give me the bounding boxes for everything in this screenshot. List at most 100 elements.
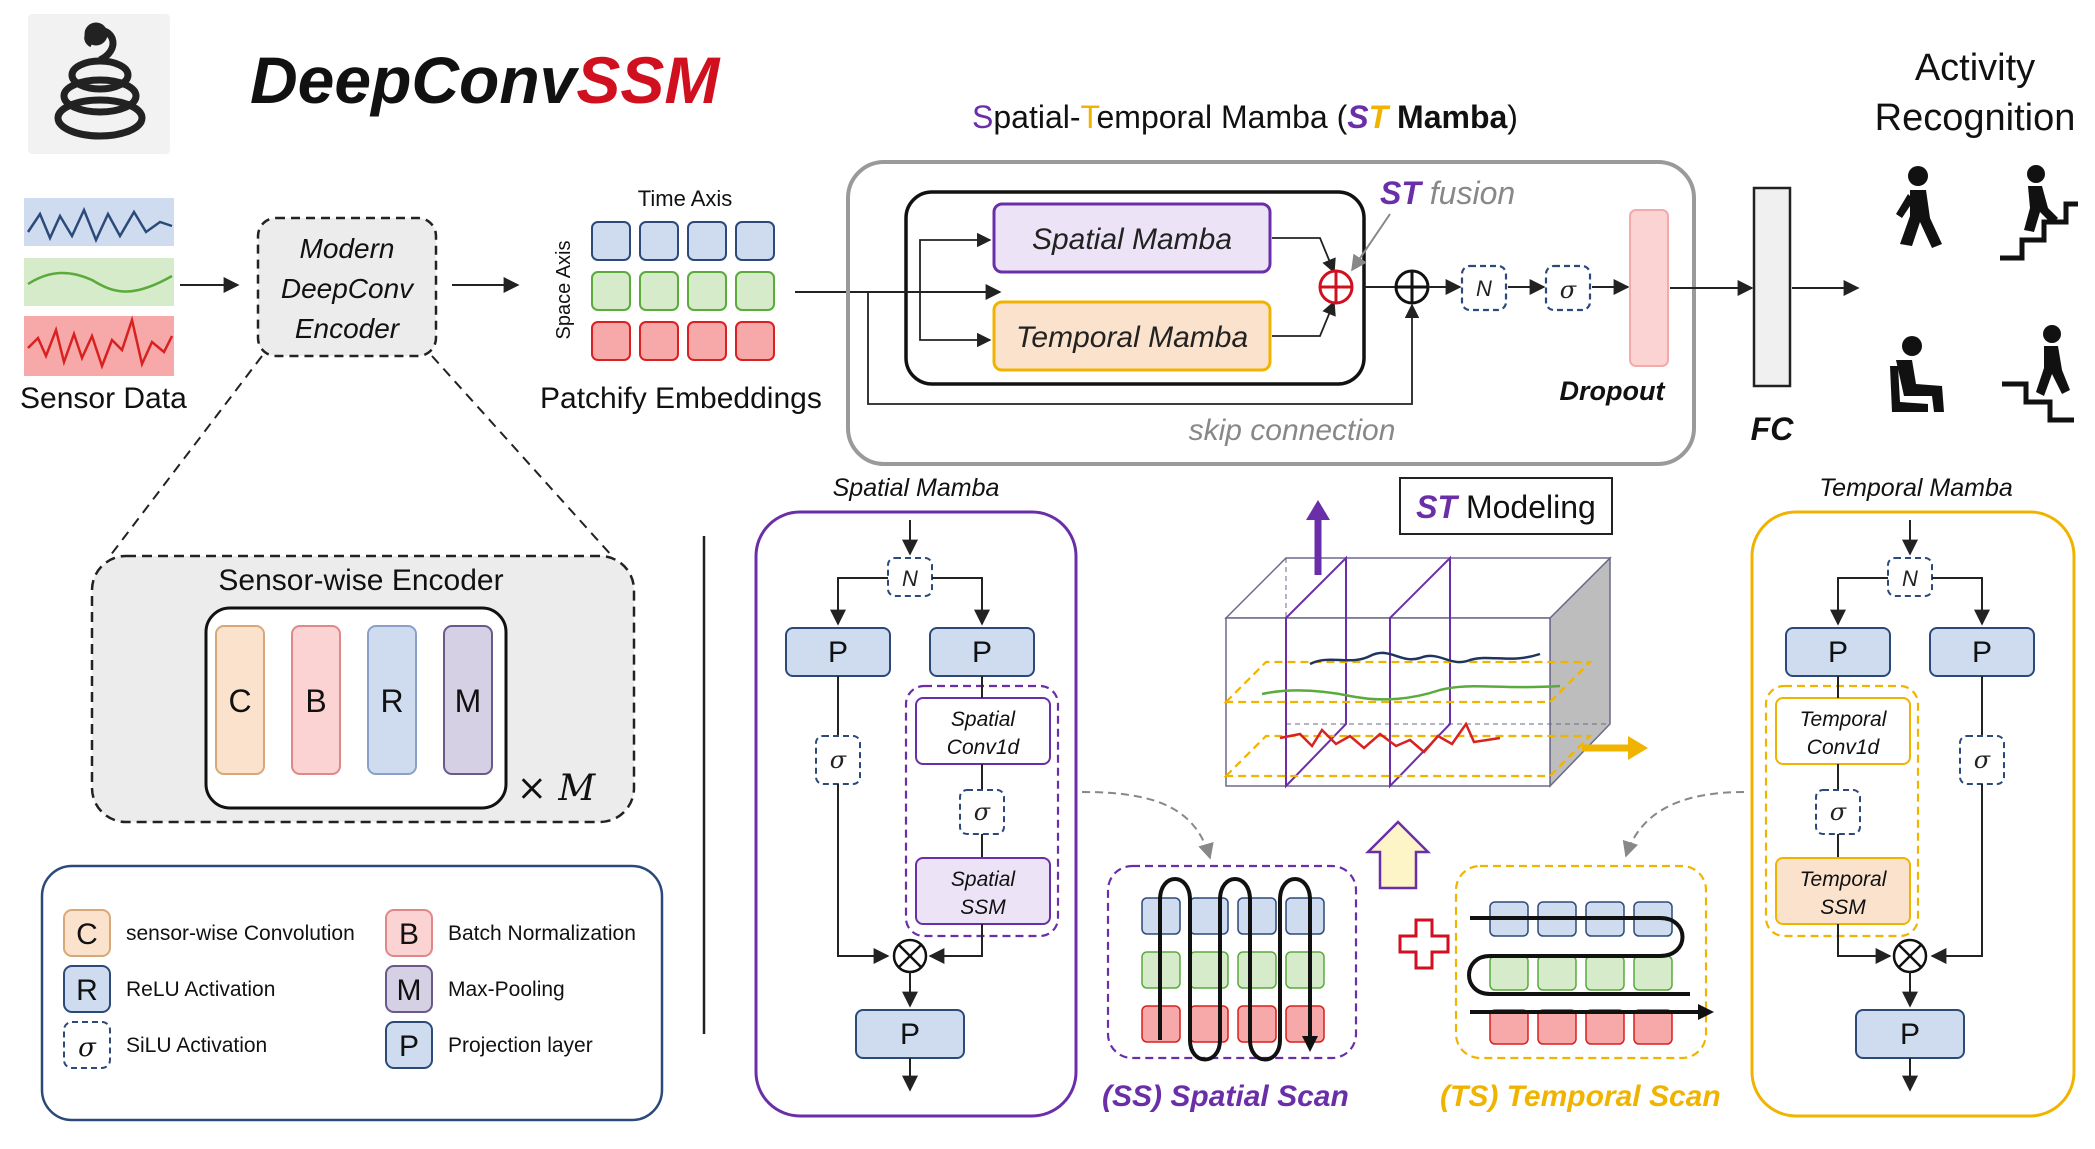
patch-cell: [639, 221, 679, 261]
scan-cell: [1633, 1009, 1673, 1045]
scan-cell: [1537, 955, 1577, 991]
svg-text:Spatial: Spatial: [951, 708, 1017, 731]
spatial-mamba-detail: Spatial Mamba N P P σ Spatial Conv1d σ S…: [754, 474, 1078, 1118]
spatial-scan: (SS) Spatial Scan: [1102, 864, 1358, 1113]
svg-text:P: P: [828, 636, 848, 669]
svg-text:N: N: [902, 566, 918, 591]
legend-text: Max-Pooling: [448, 978, 565, 1001]
scan-cell: [1237, 951, 1277, 989]
up-arrow-icon: [1364, 820, 1432, 890]
svg-text:N: N: [1902, 566, 1918, 591]
svg-text:σ: σ: [1560, 276, 1577, 304]
patch-cell: [591, 321, 631, 361]
st-mamba-title: Spatial-Temporal Mamba (ST Mamba): [972, 99, 1518, 135]
legend-text: ReLU Activation: [126, 978, 275, 1001]
walking-icon: [1896, 166, 1942, 248]
svg-text:N: N: [1476, 276, 1492, 301]
activity-title-2: Recognition: [1875, 97, 2076, 139]
svg-text:P: P: [972, 636, 992, 669]
legend-symbol: R: [76, 974, 98, 1007]
spatial-mamba-block: Spatial Mamba: [992, 202, 1272, 274]
scan-cell: [1189, 897, 1229, 935]
st-fusion-node: [1318, 269, 1354, 305]
legend-text: Batch Normalization: [448, 922, 636, 945]
scan-cell: [1285, 897, 1325, 935]
legend-swatch: [63, 965, 111, 1013]
scan-cell: [1537, 1009, 1577, 1045]
legend-symbol: C: [76, 918, 98, 951]
scan-cell: [1585, 955, 1625, 991]
patchify-embeddings: Time Axis Space Axis Patchify Embeddings: [540, 186, 822, 415]
fc-layer: FC: [1751, 186, 1795, 447]
temporal-scan: (TS) Temporal Scan: [1440, 864, 1721, 1113]
encoder-block-M: [443, 625, 493, 775]
legend-symbol: σ: [78, 1033, 97, 1063]
patch-cell: [687, 221, 727, 261]
svg-text:FC: FC: [1751, 411, 1795, 447]
legend-text: SiLU Activation: [126, 1034, 267, 1057]
patch-cell: [687, 271, 727, 311]
svg-text:P: P: [900, 1018, 920, 1051]
temporal-mamba-detail: Temporal Mamba N P P σ Temporal Conv1d σ…: [1750, 474, 2076, 1118]
norm-node-top: N: [1460, 264, 1508, 312]
svg-text:σ: σ: [1974, 746, 1991, 774]
svg-text:Temporal Mamba: Temporal Mamba: [1016, 321, 1248, 354]
encoder-block-C: [215, 625, 265, 775]
svg-text:σ: σ: [1830, 798, 1847, 826]
svg-text:(SS) Spatial Scan: (SS) Spatial Scan: [1102, 1080, 1349, 1113]
scan-cell: [1489, 1009, 1529, 1045]
svg-text:P: P: [1972, 636, 1992, 669]
dropout-block: Dropout: [1560, 209, 1669, 406]
sigma-node-top: σ: [1544, 264, 1592, 312]
snake-logo-icon: [54, 22, 146, 140]
svg-text:× M: × M: [517, 768, 597, 809]
st-mamba-frame: [846, 160, 1696, 466]
temporal-mamba-block: Temporal Mamba: [992, 300, 1272, 372]
svg-text:Space Axis: Space Axis: [553, 241, 575, 340]
patch-cell: [591, 271, 631, 311]
svg-text:Spatial Mamba: Spatial Mamba: [1032, 223, 1232, 256]
stairs-down-icon: [2002, 325, 2074, 423]
activity-title-1: Activity: [1915, 47, 2035, 89]
svg-text:Dropout: Dropout: [1560, 376, 1666, 406]
svg-text:DeepConv: DeepConv: [281, 273, 415, 304]
encoder-block-B: [291, 625, 341, 775]
page-title: DeepConvSSM: [250, 43, 721, 117]
svg-text:Temporal Mamba: Temporal Mamba: [1819, 474, 2013, 502]
scan-cell: [1237, 897, 1277, 935]
stairs-up-icon: [2000, 165, 2078, 261]
svg-text:Modern: Modern: [300, 233, 395, 264]
sensor-data-label: Sensor Data: [20, 382, 187, 415]
patch-cell: [639, 271, 679, 311]
encoder-block-label: C: [228, 683, 251, 719]
scan-cell: [1633, 955, 1673, 991]
sitting-icon: [1890, 336, 1944, 412]
scan-cell: [1585, 1009, 1625, 1045]
patch-cell: [735, 271, 775, 311]
legend-symbol: B: [399, 918, 419, 951]
logo: [28, 14, 170, 154]
svg-text:σ: σ: [830, 746, 847, 774]
svg-text:σ: σ: [974, 798, 991, 826]
svg-text:P: P: [1828, 636, 1848, 669]
scan-cell: [1237, 1005, 1277, 1043]
svg-text:Temporal: Temporal: [1800, 868, 1888, 891]
st-fusion-label: ST fusion: [1380, 175, 1515, 211]
scan-cell: [1285, 951, 1325, 989]
svg-text:P: P: [1900, 1018, 1920, 1051]
scan-cell: [1189, 1005, 1229, 1043]
st-modeling-cube: ST Modeling: [1223, 477, 1648, 890]
svg-text:SSM: SSM: [960, 896, 1006, 919]
encoder-block-label: M: [455, 683, 482, 719]
patch-cell: [639, 321, 679, 361]
legend-swatch: [385, 1021, 433, 1069]
sensor-data: Sensor Data: [20, 198, 187, 415]
svg-text:Patchify Embeddings: Patchify Embeddings: [540, 382, 822, 415]
plus-icon: [1398, 918, 1450, 970]
legend-swatch: [63, 909, 111, 957]
svg-text:Spatial Mamba: Spatial Mamba: [833, 474, 1000, 502]
legend-symbol: P: [399, 1030, 419, 1063]
